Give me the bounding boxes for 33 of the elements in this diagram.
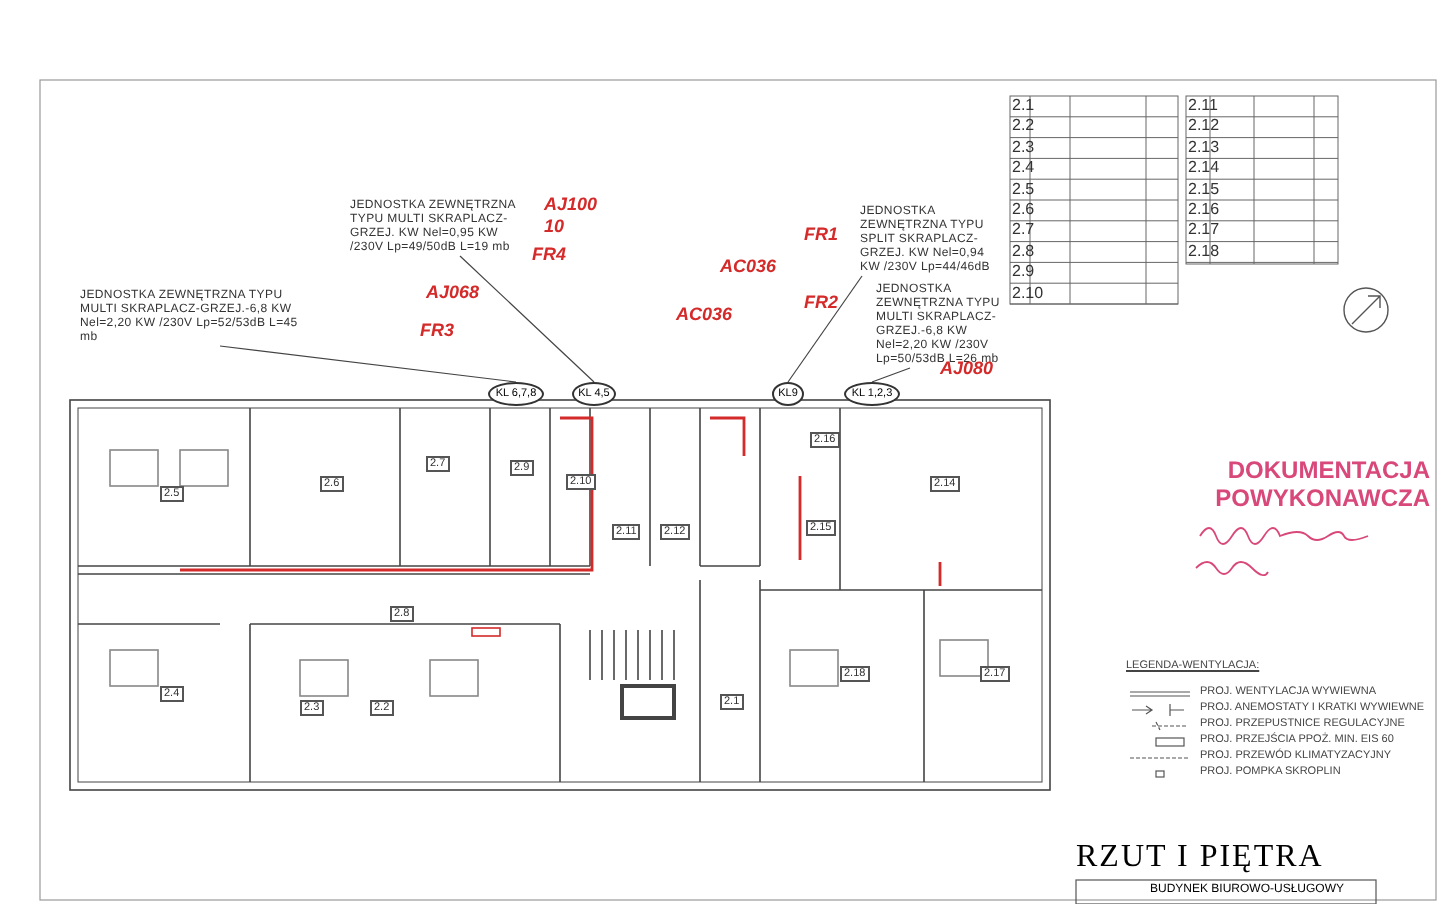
leader-line	[459, 255, 595, 383]
handwritten-note: FR4	[532, 244, 567, 264]
handwritten-note: AJ068	[426, 282, 480, 302]
room-number: 2.3	[1012, 137, 1035, 156]
room-number: 2.4	[1012, 158, 1035, 177]
room-number: 2.15	[1188, 179, 1220, 198]
stamp-text: DOKUMENTACJA POWYKONAWCZA	[1213, 456, 1430, 512]
room-number: 2.10	[1012, 283, 1044, 302]
room-number: 2.18	[1188, 241, 1220, 260]
room-number: 2.17	[1188, 220, 1220, 239]
room-number: 2.5	[1012, 179, 1035, 198]
room-number: 2.14	[1188, 158, 1220, 177]
room-number: 2.6	[1012, 200, 1035, 218]
handwritten-note: AC036	[720, 256, 777, 276]
leader-line	[219, 345, 517, 383]
room-number: 2.2	[1012, 116, 1035, 135]
room-number: 2.9	[1012, 262, 1035, 281]
handwritten-note: FR1	[804, 224, 839, 244]
drawing-title: RZUT I PIĘTRA	[1076, 840, 1324, 876]
handwritten-note: FR2	[804, 292, 839, 312]
handwritten-note: FR3	[420, 320, 455, 340]
handwritten-note: 10	[544, 216, 565, 236]
handwritten-note: AC036	[676, 304, 733, 324]
handwritten-note: AJ100	[544, 194, 598, 214]
room-number: 2.8	[1012, 241, 1035, 260]
leader-line	[787, 275, 863, 383]
room-number: 2.12	[1188, 116, 1220, 135]
leader-line	[871, 367, 911, 383]
room-number: 2.7	[1012, 220, 1035, 239]
room-number: 2.13	[1188, 137, 1220, 156]
room-number: 2.16	[1188, 200, 1220, 218]
room-number: 2.1	[1012, 96, 1035, 114]
room-number: 2.11	[1188, 96, 1218, 114]
